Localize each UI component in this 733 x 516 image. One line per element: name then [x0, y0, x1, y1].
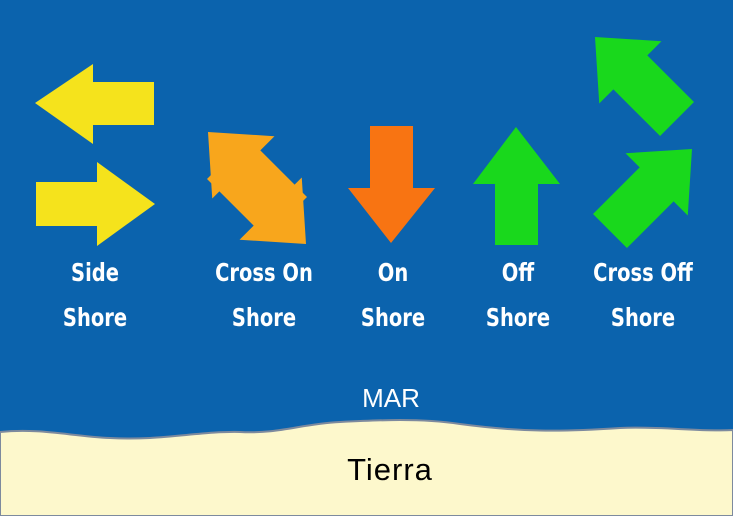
- cross-on-shore-line2: Shore: [231, 303, 297, 332]
- arrow-right-icon: [36, 162, 155, 246]
- arrow-up-right-icon: [593, 149, 692, 248]
- cross-on-shore-label: Cross On Shore: [202, 250, 327, 340]
- side-shore-label: Side Shore: [48, 250, 142, 340]
- arrow-up-left-icon: [595, 37, 694, 136]
- on-shore-line2: Shore: [360, 303, 426, 332]
- arrow-up-icon: [473, 127, 560, 245]
- arrow-down-icon: [348, 126, 435, 243]
- cross-off-shore-label: Cross Off Shore: [581, 250, 706, 340]
- land-label: Tierra: [347, 452, 433, 487]
- on-shore-line1: On: [377, 258, 409, 287]
- cross-off-shore-line1: Cross Off: [593, 258, 693, 287]
- shoreline-land: [0, 419, 733, 516]
- side-shore-line1: Side: [71, 258, 119, 287]
- arrow-down-right-icon: [207, 145, 306, 244]
- side-shore-line2: Shore: [62, 303, 128, 332]
- off-shore-line2: Shore: [485, 303, 551, 332]
- on-shore-label: On Shore: [352, 250, 433, 340]
- off-shore-label: Off Shore: [477, 250, 558, 340]
- arrow-left-icon: [35, 64, 154, 144]
- sea-label: MAR: [362, 383, 420, 413]
- off-shore-line1: Off: [501, 258, 535, 287]
- cross-on-shore-line1: Cross On: [215, 258, 313, 287]
- cross-off-shore-line2: Shore: [610, 303, 676, 332]
